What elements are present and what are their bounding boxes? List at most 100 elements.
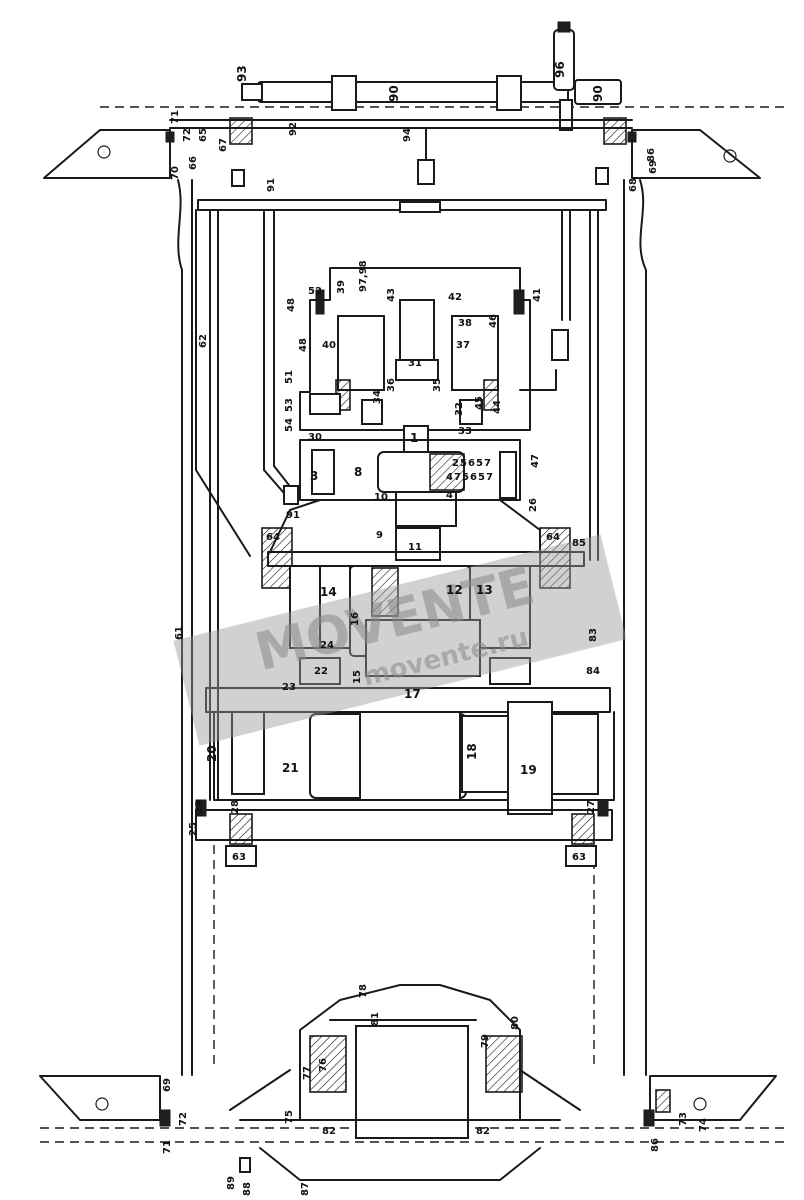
callout-5-c: 5 (462, 472, 469, 483)
callout-7-b: 7 (454, 472, 461, 483)
callout-84: 84 (586, 666, 600, 677)
callout-40: 40 (322, 340, 336, 351)
callout-32: 32 (454, 402, 465, 416)
callout-88: 88 (242, 1182, 253, 1196)
callout-labels: 93 96 90 90 71 72 65 67 70 66 92 94 91 8… (162, 61, 709, 1196)
callout-8: 8 (354, 465, 362, 479)
callout-77: 77 (302, 1066, 313, 1080)
callout-3: 3 (310, 469, 318, 483)
callout-52: 52 (308, 286, 322, 297)
callout-86-a: 86 (646, 148, 657, 162)
callout-80: 80 (510, 1016, 521, 1030)
callout-29: 29 (194, 800, 205, 814)
callout-48-a: 48 (286, 298, 297, 312)
callout-73: 73 (678, 1112, 689, 1126)
callout-23: 23 (282, 682, 296, 693)
callout-63-a: 63 (232, 852, 246, 863)
callout-47: 47 (530, 454, 541, 468)
callout-96: 96 (553, 61, 567, 78)
callout-78: 78 (358, 984, 369, 998)
callout-5-d: 5 (478, 472, 485, 483)
callout-6-a: 6 (468, 458, 475, 469)
callout-12: 12 (446, 583, 463, 597)
callout-64-b: 64 (546, 532, 560, 543)
callout-68: 68 (628, 178, 639, 192)
callout-71-a: 71 (170, 110, 181, 124)
callout-94: 94 (402, 128, 413, 142)
callout-48-b: 48 (298, 338, 309, 352)
callout-82-b: 82 (476, 1126, 490, 1137)
callout-69-a: 69 (648, 160, 659, 174)
callout-18: 18 (465, 743, 479, 760)
callout-97-98: 97,98 (358, 260, 369, 292)
callout-86-b: 86 (650, 1138, 661, 1152)
callout-34: 34 (372, 390, 383, 404)
bottom-mount (229, 984, 581, 1181)
callout-6-b: 6 (470, 472, 477, 483)
callout-15: 15 (352, 670, 363, 684)
callout-5-b: 5 (476, 458, 483, 469)
callout-25: 25 (188, 822, 199, 836)
callout-71-b: 71 (162, 1140, 173, 1154)
callout-42: 42 (448, 292, 462, 303)
top-bar-assembly (241, 21, 622, 131)
callout-45: 45 (474, 396, 485, 410)
callout-41: 41 (532, 288, 543, 302)
callout-21: 21 (282, 761, 299, 775)
callout-66: 66 (188, 156, 199, 170)
callout-91-b: 91 (286, 510, 300, 521)
callout-30: 30 (308, 432, 322, 443)
callout-38: 38 (458, 318, 472, 329)
callout-14: 14 (320, 585, 337, 599)
callout-35: 35 (432, 378, 443, 392)
callout-61: 61 (174, 626, 185, 640)
callout-16: 16 (350, 612, 361, 626)
callout-62: 62 (198, 334, 209, 348)
callout-19: 19 (520, 763, 537, 777)
hose-fittings (231, 127, 609, 505)
callout-89: 89 (226, 1176, 237, 1190)
callout-72-a: 72 (182, 128, 193, 142)
callout-24: 24 (320, 640, 334, 651)
callout-75: 75 (284, 1110, 295, 1124)
callout-7-a: 7 (484, 458, 491, 469)
callout-20: 20 (205, 745, 219, 762)
callout-17: 17 (404, 687, 421, 701)
callout-31: 31 (408, 358, 422, 369)
callout-63-b: 63 (572, 852, 586, 863)
callout-5-a: 5 (460, 458, 467, 469)
callout-69-b: 69 (162, 1078, 173, 1092)
callout-7-c: 7 (486, 472, 493, 483)
callout-90-a: 90 (387, 85, 401, 102)
callout-37: 37 (456, 340, 470, 351)
callout-72-b: 72 (178, 1112, 189, 1126)
callout-33: 33 (458, 426, 472, 437)
callout-10: 10 (374, 492, 388, 503)
callout-91-a: 91 (266, 178, 277, 192)
callout-11: 11 (408, 542, 422, 553)
callout-44: 44 (492, 400, 503, 414)
callout-53: 53 (284, 398, 295, 412)
callout-27: 27 (586, 800, 597, 814)
planetary-stage (261, 527, 585, 685)
callout-65: 65 (198, 128, 209, 142)
callout-74: 74 (698, 1118, 709, 1132)
callout-13: 13 (476, 583, 493, 597)
callout-43: 43 (386, 288, 397, 302)
callout-85: 85 (572, 538, 586, 549)
callout-4-b: 4 (446, 490, 453, 501)
callout-87: 87 (300, 1182, 311, 1196)
callout-28: 28 (230, 800, 241, 814)
callout-54: 54 (284, 418, 295, 432)
callout-4-a: 4 (446, 472, 453, 483)
callout-51: 51 (284, 370, 295, 384)
callout-93: 93 (235, 65, 249, 82)
callout-9: 9 (376, 530, 383, 541)
callout-2: 2 (452, 458, 459, 469)
callout-36: 36 (386, 378, 397, 392)
callout-83: 83 (588, 628, 599, 642)
callout-70: 70 (170, 166, 181, 180)
callout-82-a: 82 (322, 1126, 336, 1137)
bottom-brackets (39, 1075, 777, 1173)
